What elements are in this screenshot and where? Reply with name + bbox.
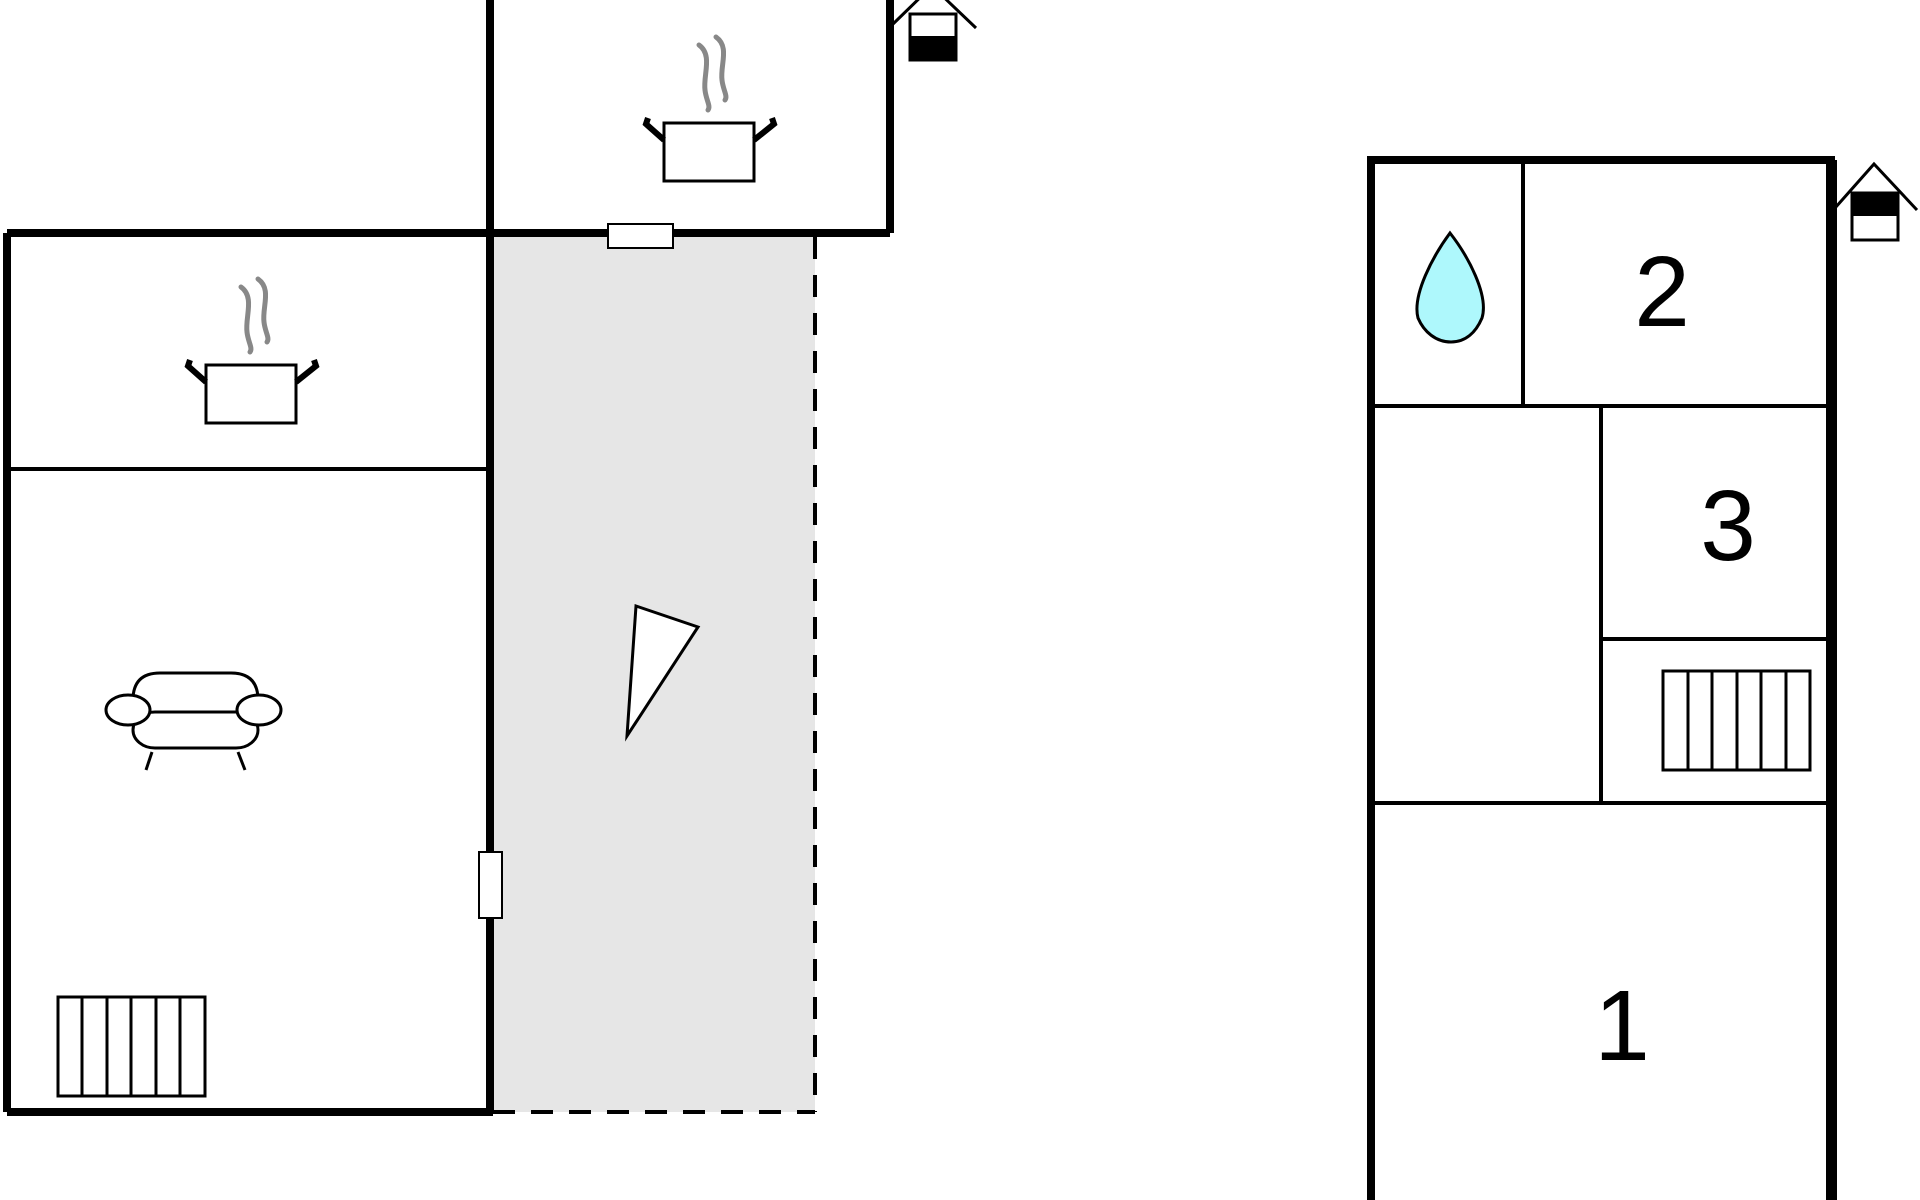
cooking-pot-icon	[184, 276, 320, 425]
room-1-number: 1	[1594, 970, 1650, 1082]
sunshade-icon	[625, 603, 701, 742]
left-outer-walls	[3, 0, 894, 1116]
floor-level-icon	[891, 0, 978, 62]
left-floor	[3, 0, 978, 1116]
cooking-pot-icon	[642, 34, 778, 183]
right-partitions	[1371, 160, 1828, 805]
room-2-number: 2	[1634, 236, 1690, 348]
room-3-number: 3	[1700, 470, 1756, 582]
floor-level-icon	[1833, 161, 1919, 242]
water-drop-icon	[1415, 230, 1485, 344]
right-outer-walls	[1367, 156, 1837, 1200]
right-floor: 2 3 1	[1367, 156, 1919, 1200]
door-terrace-side	[478, 851, 503, 919]
radiator-icon	[56, 995, 207, 1098]
door-terrace-top	[607, 223, 674, 249]
sofa-icon	[104, 671, 283, 771]
radiator-icon	[1661, 669, 1812, 772]
